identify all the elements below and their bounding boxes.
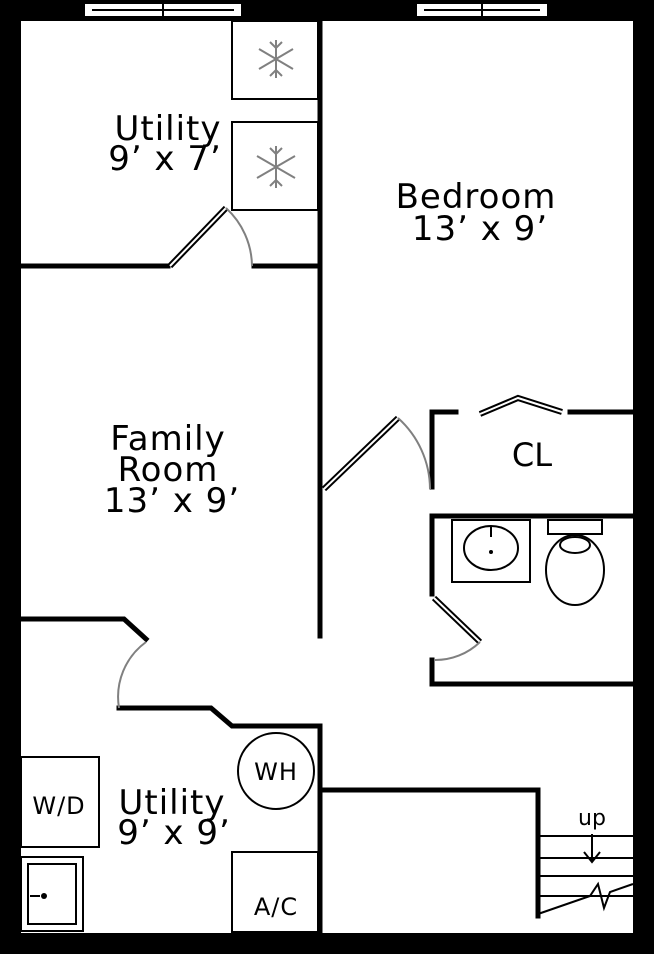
window-left <box>83 2 243 18</box>
washer-dryer-label: W/D <box>32 792 85 820</box>
snowflake-icon <box>256 146 296 188</box>
utility-top-name: Utility <box>114 109 221 149</box>
door-closet-bifold <box>478 394 563 417</box>
interior-walls <box>18 18 636 936</box>
window-right <box>415 2 549 18</box>
utility-top-dims: 9’ x 7’ <box>108 139 222 179</box>
utility-bottom-name: Utility <box>118 783 225 823</box>
wall-stair-enclosure <box>317 787 541 919</box>
hvac-unit-lower <box>231 121 319 211</box>
door-bathroom <box>431 595 483 662</box>
air-conditioner: A/C <box>231 851 319 933</box>
wall-family-bottom <box>18 616 150 643</box>
door-utility-bottom <box>117 641 147 709</box>
bedroom-dims: 13’ x 9’ <box>412 209 548 249</box>
water-heater-label: WH <box>254 758 298 786</box>
air-conditioner-label: A/C <box>254 893 298 921</box>
utility-sink <box>20 856 84 932</box>
bedroom-name: Bedroom <box>396 177 557 217</box>
utility-bottom-dims: 9’ x 9’ <box>117 813 231 853</box>
bathroom-sink <box>451 519 531 583</box>
hvac-unit-upper <box>231 20 319 100</box>
stairs <box>537 834 634 915</box>
stair-break-line <box>537 881 634 915</box>
toilet-icon <box>545 519 605 606</box>
door-utility-top <box>167 205 253 269</box>
closet-label: CL <box>512 436 552 474</box>
washer-dryer: W/D <box>20 756 100 848</box>
stairs-up-label: up <box>578 806 606 831</box>
family-room-dims: 13’ x 9’ <box>104 481 240 521</box>
family-room-name-line1: Family <box>110 419 225 459</box>
sink-icon <box>463 525 519 571</box>
snowflake-icon <box>258 40 294 78</box>
wall-utility-bottom-top <box>116 705 323 729</box>
water-heater: WH <box>237 732 315 810</box>
door-bedroom <box>321 415 431 492</box>
family-room-name-line2: Room <box>118 450 219 490</box>
